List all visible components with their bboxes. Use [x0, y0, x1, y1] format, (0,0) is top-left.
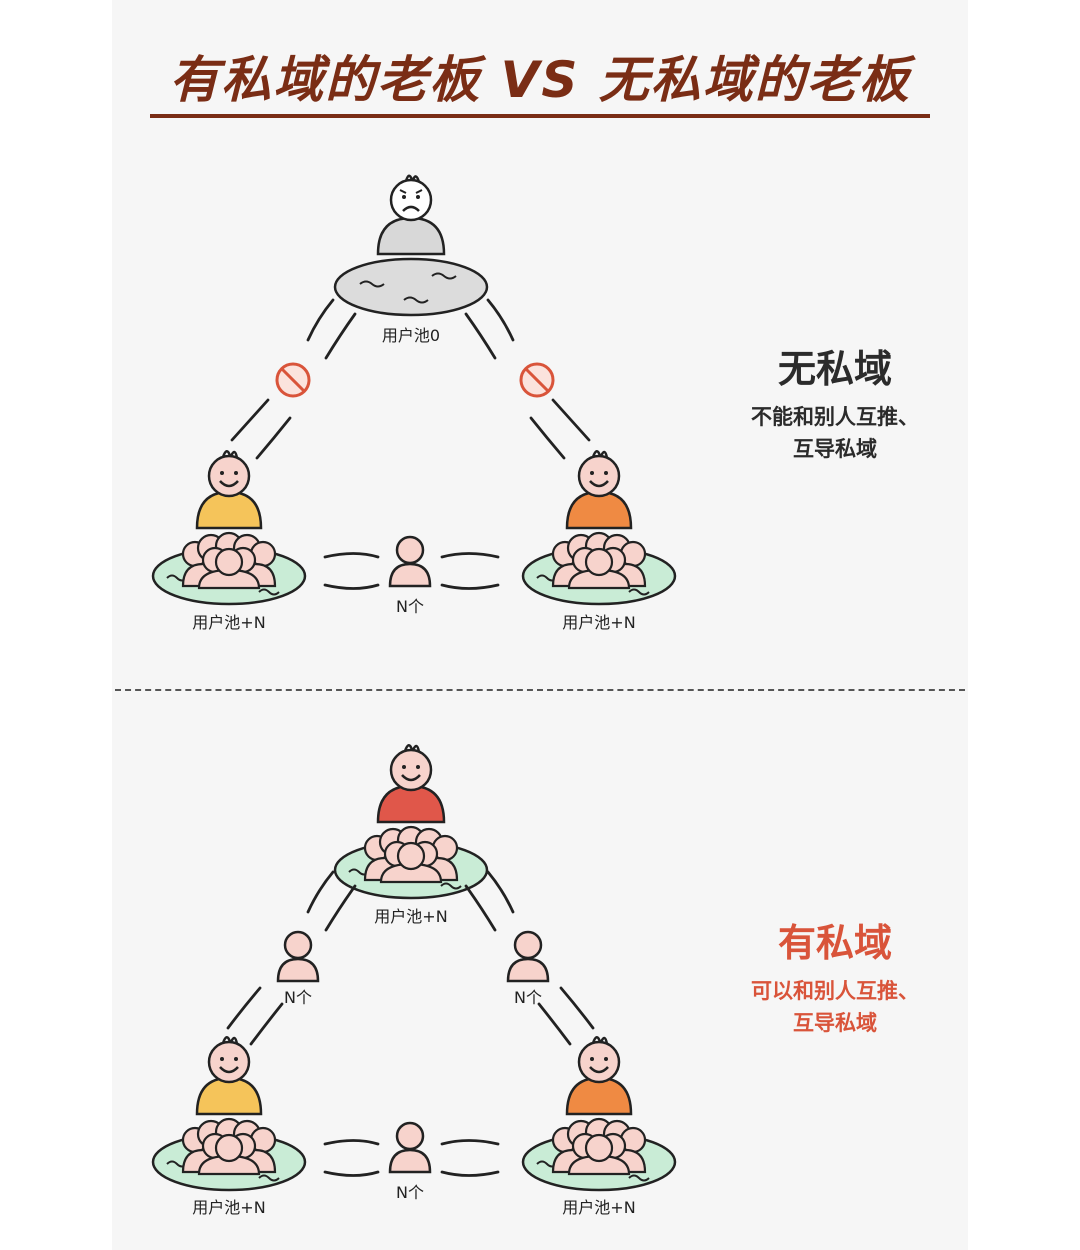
crowd-icon: [333, 825, 489, 900]
section-divider: [115, 689, 965, 691]
boss-right: [565, 449, 633, 530]
label-top-pool: 用户池0: [382, 326, 440, 345]
side-desc-line1: 不能和别人互推、: [751, 405, 919, 429]
crowd-icon: [151, 1117, 307, 1192]
side-heading: 有私域: [777, 921, 892, 965]
label-left-pool: 用户池+N: [192, 613, 265, 632]
label-left-pool: 用户池+N: [192, 1198, 265, 1217]
happy-face-icon: [577, 1035, 621, 1084]
side-description: 可以和别人互推、 互导私域: [720, 975, 950, 1039]
label-left-mid: N个: [284, 988, 312, 1007]
boss-left: [195, 1035, 263, 1116]
happy-face-icon: [207, 1035, 251, 1084]
label-right-pool: 用户池+N: [562, 613, 635, 632]
happy-face-icon: [207, 449, 251, 498]
sad-face-icon: [389, 174, 433, 222]
happy-boss: [376, 743, 446, 824]
label-right-pool: 用户池+N: [562, 1198, 635, 1217]
connection-arcs: [230, 298, 591, 590]
no-entry-icon: [275, 362, 311, 398]
side-description: 不能和别人互推、 互导私域: [720, 401, 950, 465]
empty-pool: [333, 257, 489, 317]
label-middle: N个: [396, 1183, 424, 1202]
person-icon: [388, 1121, 432, 1174]
happy-face-icon: [389, 743, 433, 792]
side-note-bottom: 有私域 可以和别人互推、 互导私域: [720, 912, 950, 1039]
crowd-icon: [521, 531, 677, 606]
side-desc-line1: 可以和别人互推、: [751, 979, 919, 1003]
crowd-icon: [521, 1117, 677, 1192]
side-heading: 无私域: [777, 347, 892, 391]
label-right-mid: N个: [514, 988, 542, 1007]
person-icon: [506, 930, 550, 983]
page-background: [112, 0, 968, 1250]
title-underline: [150, 114, 930, 118]
page-title: 有私域的老板 VS 无私域的老板: [169, 51, 911, 109]
person-icon: [276, 930, 320, 983]
person-icon: [388, 535, 432, 588]
crowd-icon: [151, 531, 307, 606]
label-middle: N个: [396, 597, 424, 616]
boss-left: [195, 449, 263, 530]
no-entry-icon: [519, 362, 555, 398]
side-desc-line2: 互导私域: [793, 1011, 877, 1035]
side-desc-line2: 互导私域: [793, 437, 877, 461]
label-top-pool: 用户池+N: [374, 907, 447, 926]
happy-face-icon: [577, 449, 621, 498]
side-note-top: 无私域 不能和别人互推、 互导私域: [720, 338, 950, 465]
connection-arcs: [226, 870, 595, 1177]
boss-right: [565, 1035, 633, 1116]
sad-boss: [376, 174, 446, 256]
